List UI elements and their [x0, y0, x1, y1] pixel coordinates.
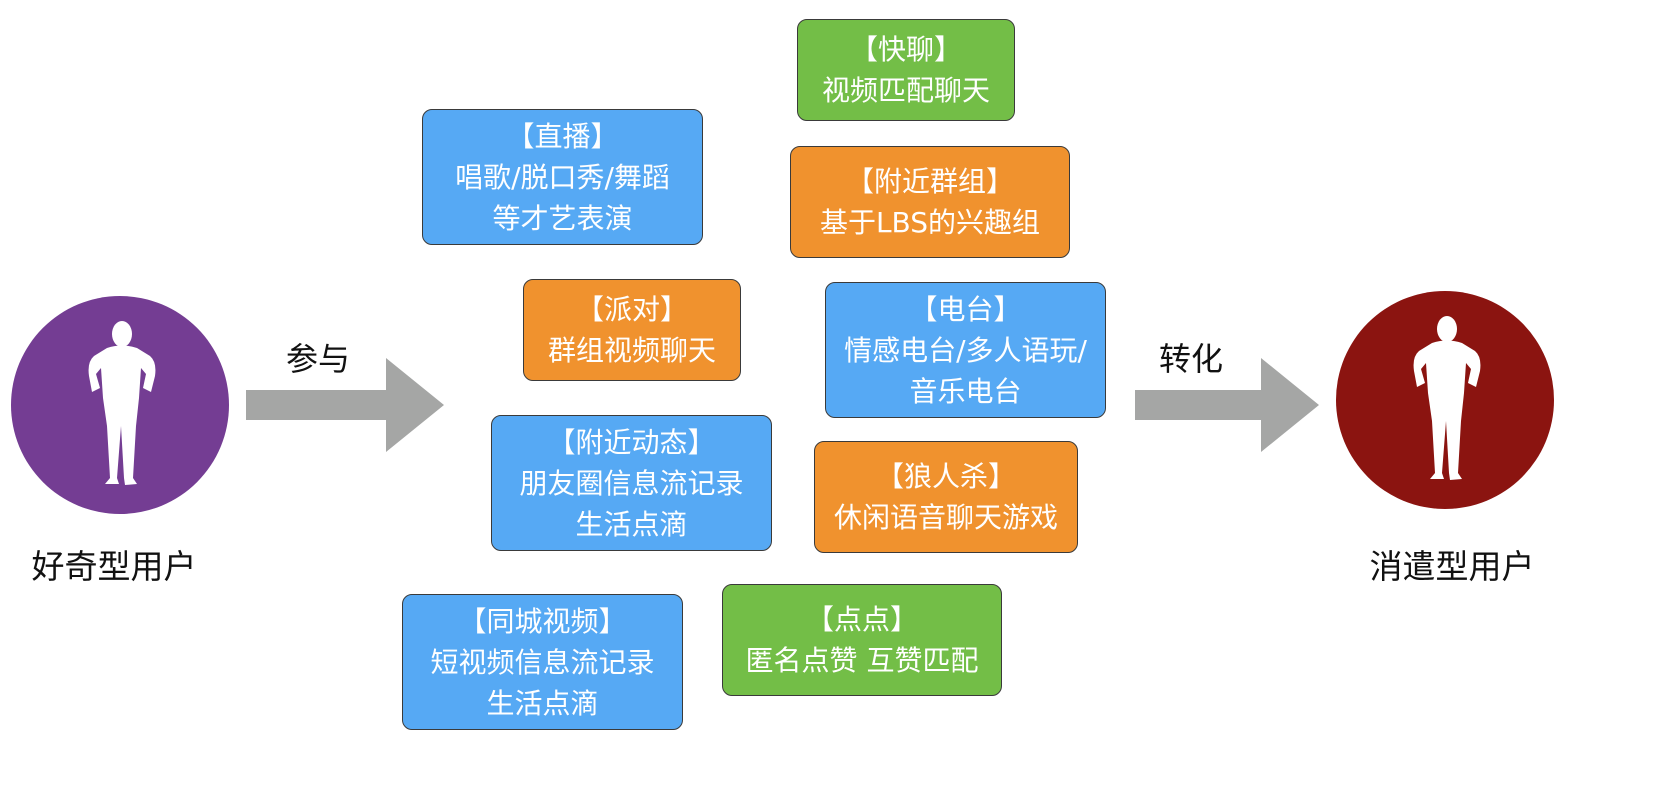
- feature-desc: 休闲语音聊天游戏: [833, 501, 1058, 534]
- feature-title: 【直播】: [506, 119, 619, 153]
- feature-title: 【电台】: [909, 292, 1022, 326]
- feature-box-city-video: 【同城视频】 短视频信息流记录 生活点滴: [402, 594, 683, 730]
- feature-desc: 情感电台/多人语玩/: [844, 333, 1087, 367]
- participate-label: 参与: [286, 340, 351, 378]
- feature-title: 【快聊】: [849, 33, 962, 66]
- feature-desc: 生活点滴: [575, 507, 688, 541]
- feature-title: 【附近群组】: [845, 165, 1014, 198]
- feature-desc: 视频匹配聊天: [821, 74, 990, 107]
- feature-desc: 音乐电台: [909, 374, 1022, 408]
- feature-title: 【派对】: [575, 293, 688, 326]
- curious-user-circle: [11, 296, 229, 514]
- feature-desc: 短视频信息流记录: [430, 645, 655, 679]
- feature-desc: 基于LBS的兴趣组: [819, 206, 1041, 239]
- feature-box-nearby-feed: 【附近动态】 朋友圈信息流记录 生活点滴: [491, 415, 772, 551]
- feature-box-live: 【直播】 唱歌/脱口秀/舞蹈 等才艺表演: [422, 109, 703, 245]
- feature-desc: 唱歌/脱口秀/舞蹈: [455, 160, 670, 194]
- feature-box-werewolf: 【狼人杀】 休闲语音聊天游戏: [814, 441, 1078, 553]
- feature-title: 【点点】: [805, 603, 918, 636]
- feature-box-radio: 【电台】 情感电台/多人语玩/ 音乐电台: [825, 282, 1106, 418]
- feature-desc: 生活点滴: [486, 686, 599, 720]
- curious-user-label: 好奇型用户: [31, 547, 197, 586]
- feature-desc: 群组视频聊天: [547, 334, 716, 367]
- feature-title: 【附近动态】: [547, 425, 716, 459]
- person-silhouette-icon: [1413, 316, 1481, 480]
- feature-box-party: 【派对】 群组视频聊天: [523, 279, 741, 381]
- feature-desc: 等才艺表演: [492, 201, 633, 235]
- feature-desc: 朋友圈信息流记录: [519, 466, 744, 500]
- feature-desc: 匿名点赞 互赞匹配: [745, 644, 979, 677]
- feature-box-kuailiao: 【快聊】 视频匹配聊天: [797, 19, 1015, 121]
- convert-label: 转化: [1159, 340, 1224, 378]
- participate-arrow-icon: [246, 358, 444, 452]
- leisure-user-circle: [1336, 291, 1554, 509]
- person-silhouette-icon: [88, 321, 156, 485]
- feature-title: 【同城视频】: [458, 604, 627, 638]
- feature-box-dian: 【点点】 匿名点赞 互赞匹配: [722, 584, 1002, 696]
- feature-title: 【狼人杀】: [875, 460, 1016, 493]
- feature-box-nearby-group: 【附近群组】 基于LBS的兴趣组: [790, 146, 1070, 258]
- leisure-user-label: 消遣型用户: [1369, 547, 1535, 586]
- convert-arrow-icon: [1135, 358, 1319, 452]
